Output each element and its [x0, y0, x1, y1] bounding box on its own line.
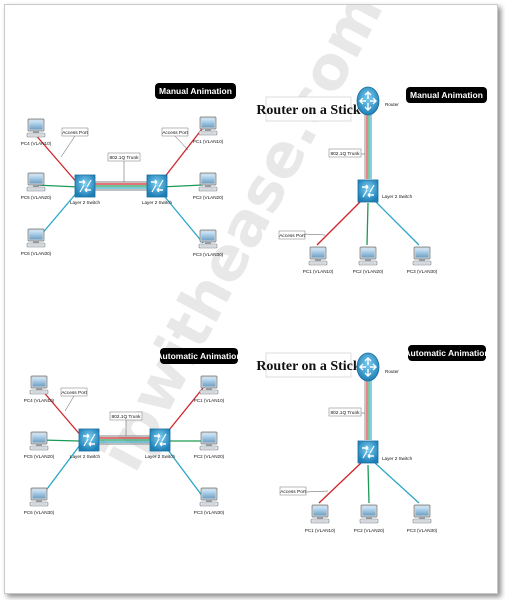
router-icon: [356, 352, 380, 382]
pc-label: PC5 (VLAN20): [21, 195, 52, 200]
pc-label: PC3 (VLAN30): [407, 528, 438, 533]
switch-icon: [74, 174, 96, 198]
network-diagrams: ipwithease.com Manual Animation Access P…: [21, 5, 490, 533]
pc-icon: [199, 431, 219, 451]
pc-icon: [199, 487, 219, 507]
pc-label: PC5 (VLAN20): [24, 454, 55, 459]
pc-label: PC6 (VLAN30): [24, 510, 55, 515]
panel-manual-switch: Manual Animation Access Port Access Port…: [21, 83, 236, 257]
switch-icon: [78, 428, 100, 452]
pc-label: PC2 (VLAN20): [354, 528, 385, 533]
pc-label: PC2 (VLAN20): [193, 195, 224, 200]
switch-icon: [357, 179, 379, 203]
pc-icon: [358, 246, 378, 266]
router-icon: [356, 86, 380, 116]
pc-label: PC1 (VLAN10): [305, 528, 336, 533]
access-port-label: Access Port: [62, 130, 88, 136]
trunk-label: 802.1Q Trunk: [111, 414, 141, 420]
pc-icon: [198, 172, 218, 192]
title-text: Manual Animation: [159, 86, 232, 96]
trunk-label: 802.1Q Trunk: [330, 151, 360, 157]
pc-icon: [199, 375, 219, 395]
router-label: Router: [385, 102, 399, 107]
pc-label: PC3 (VLAN30): [407, 269, 438, 274]
pc-icon: [29, 487, 49, 507]
pc-label: PC1 (VLAN10): [303, 269, 334, 274]
title-badge: Automatic Animation: [404, 345, 490, 361]
title-badge: Manual Animation: [406, 87, 487, 103]
pc-label: PC4 (VLAN10): [21, 141, 52, 146]
switch-label: Layer 2 Switch: [145, 454, 176, 459]
pc-icon: [26, 172, 46, 192]
pc-icon: [412, 504, 432, 524]
pc-icon: [26, 118, 46, 138]
pc-icon: [359, 504, 379, 524]
pc-label: PC4 (VLAN10): [24, 398, 55, 403]
switch-label: Layer 2 Switch: [382, 456, 413, 461]
pc-label: PC1 (VLAN10): [193, 139, 224, 144]
pc-label: PC2 (VLAN20): [353, 269, 384, 274]
switch-label: Layer 2 Switch: [142, 200, 173, 205]
title-text: Automatic Animation: [156, 351, 241, 361]
switch-label: Layer 2 Switch: [70, 454, 101, 459]
pc-label: PC3 (VLAN30): [193, 252, 224, 257]
title-text: Manual Animation: [410, 90, 483, 100]
trunk-label: 802.1Q Trunk: [330, 410, 360, 416]
title-badge: Automatic Animation: [156, 348, 242, 364]
pc-icon: [412, 246, 432, 266]
pc-icon: [198, 229, 218, 249]
switch-icon: [149, 428, 171, 452]
pc-icon: [308, 246, 328, 266]
panel-auto-router: Router on a Stick Automatic Animation Ro…: [256, 345, 490, 533]
switch-label: Layer 2 Switch: [382, 194, 413, 199]
access-port-label: Access Port: [61, 390, 87, 396]
access-port-label: Access Port: [279, 233, 305, 239]
pc-label: PC6 (VLAN30): [21, 251, 52, 256]
access-port-label: Access Port: [162, 130, 188, 136]
switch-icon: [357, 440, 379, 464]
panel-manual-router: Router on a Stick Manual Animation Route…: [256, 86, 487, 274]
pc-label: PC2 (VLAN20): [194, 454, 225, 459]
router-label: Router: [385, 369, 399, 374]
pc-icon: [198, 116, 218, 136]
pc-icon: [29, 375, 49, 395]
pc-icon: [26, 228, 46, 248]
access-port-label: Access Port: [280, 489, 306, 495]
switch-label: Layer 2 Switch: [70, 200, 101, 205]
figure-frame: ipwithease.com Manual Animation Access P…: [4, 4, 498, 594]
title-badge: Manual Animation: [155, 83, 236, 99]
panel-auto-switch: Automatic Animation Access Port 802.1Q T…: [24, 348, 242, 515]
title-text: Automatic Animation: [404, 348, 489, 358]
pc-label: PC3 (VLAN30): [194, 510, 225, 515]
router-on-a-stick-heading: Router on a Stick: [256, 359, 361, 374]
pc-label: PC1 (VLAN10): [194, 398, 225, 403]
switch-icon: [146, 174, 168, 198]
trunk-label: 802.1Q Trunk: [109, 155, 139, 161]
pc-icon: [29, 431, 49, 451]
router-on-a-stick-heading: Router on a Stick: [256, 103, 361, 118]
pc-icon: [310, 504, 330, 524]
